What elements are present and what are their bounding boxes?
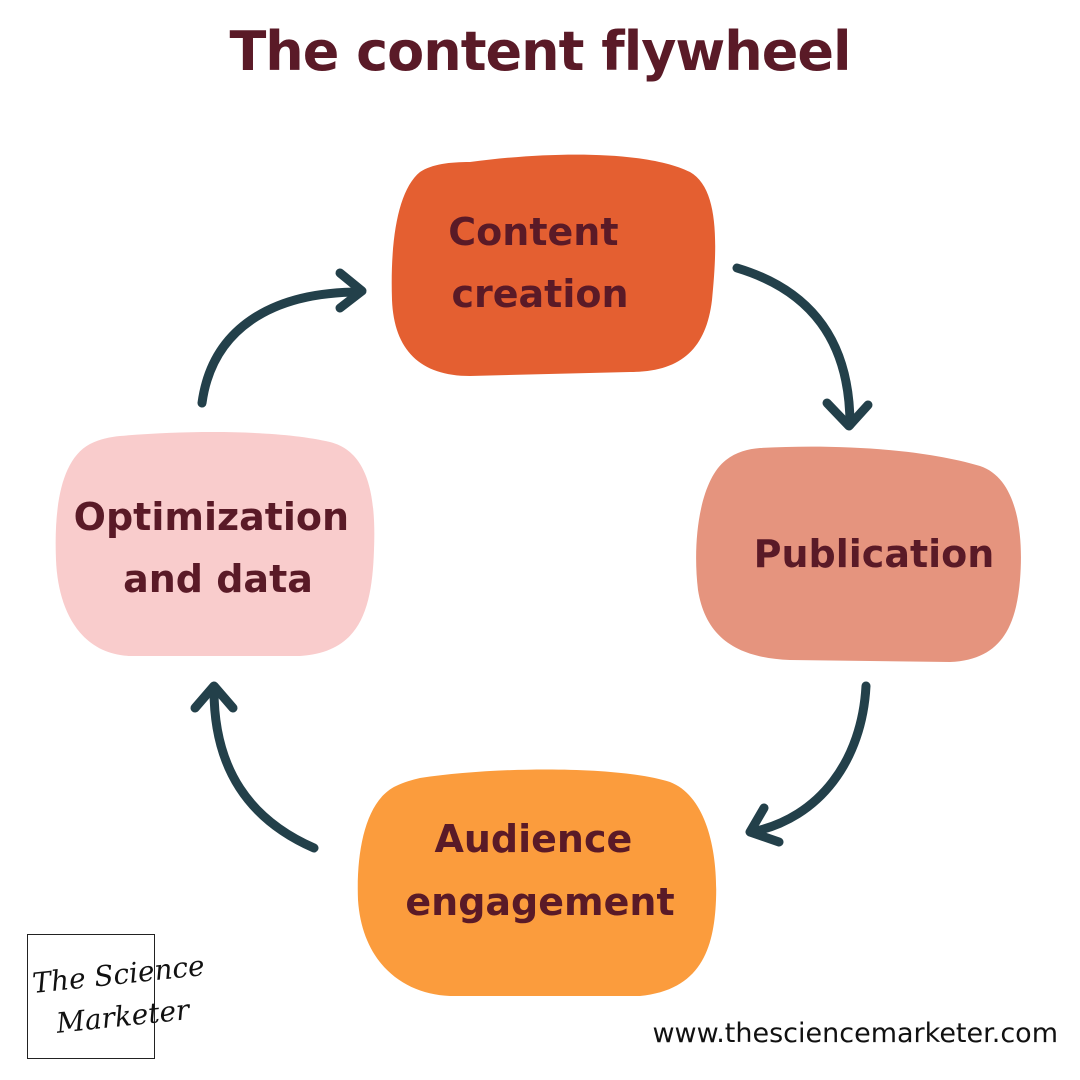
- node-label-publication: Publication: [754, 532, 995, 576]
- svg-text:Publication: Publication: [754, 532, 995, 576]
- node-label-content-creation-1: Content: [448, 210, 618, 254]
- arrow-publication-to-audience: [747, 681, 871, 837]
- node-content-creation: [391, 154, 716, 376]
- arrowhead-creation-to-publication: [822, 398, 873, 431]
- node-audience-engagement: [357, 769, 717, 996]
- logo-frame: [27, 934, 155, 1059]
- svg-text:Audience engagement: Audience engagement: [405, 817, 674, 924]
- arrow-creation-to-publication: [732, 263, 855, 430]
- website-url: www.thesciencemarketer.com: [652, 1018, 1058, 1049]
- arrowhead-optimization-to-creation: [335, 268, 367, 313]
- node-label-audience-1: Audience: [434, 817, 632, 861]
- node-publication: [696, 446, 1021, 662]
- node-label-content-creation-2: creation: [451, 272, 628, 316]
- page-title: The content flywheel: [229, 20, 851, 83]
- arrowhead-audience-to-optimization: [190, 681, 238, 713]
- arrow-audience-to-optimization: [209, 685, 319, 853]
- arrowhead-publication-to-audience: [745, 803, 784, 847]
- node-label-optimization-2: and data: [123, 557, 313, 601]
- svg-text:Optimization and data: Optimization and data: [74, 495, 363, 601]
- svg-text:Content creation: Content creation: [448, 210, 631, 316]
- node-label-audience-2: engagement: [405, 880, 674, 924]
- node-optimization: [55, 432, 375, 656]
- node-label-optimization-1: Optimization: [74, 495, 349, 539]
- arrow-optimization-to-creation: [197, 287, 365, 408]
